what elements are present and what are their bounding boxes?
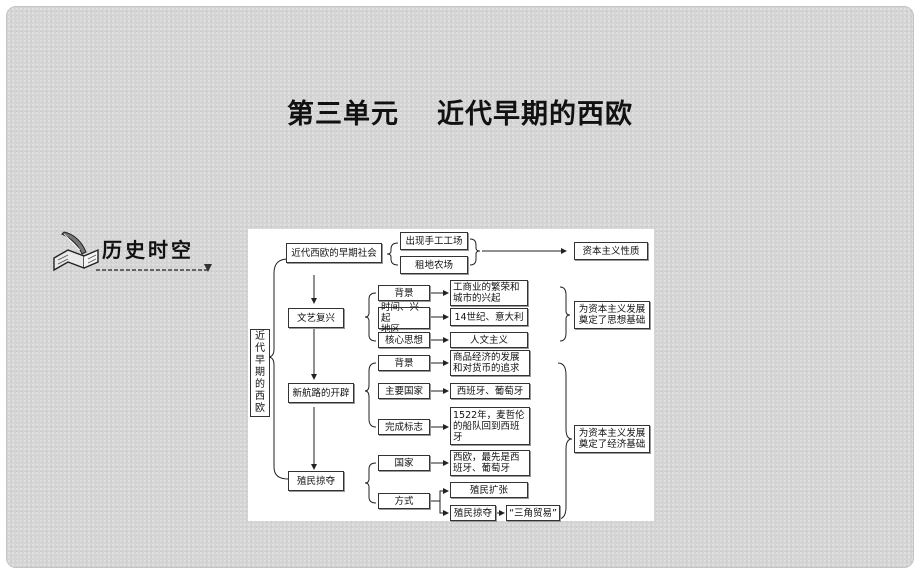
colonial-key-methods: 方式	[378, 493, 430, 509]
society-item-farm: 租地农场	[400, 256, 468, 274]
renaissance-node: 文艺复兴	[288, 308, 344, 328]
renaissance-value-background: 工商业的繁荣和 城市的兴起	[450, 280, 528, 306]
root-node: 近 代 早 期 的 西 欧	[250, 329, 270, 417]
voyages-key-countries: 主要国家	[378, 383, 430, 399]
colonial-key-countries: 国家	[378, 455, 430, 471]
unit-subtitle: 近代早期的西欧	[437, 99, 633, 130]
renaissance-value-time: 14世纪、意大利	[450, 308, 528, 326]
voyages-value-countries: 西班牙、葡萄牙	[450, 383, 530, 399]
colonial-method-triangle-trade: “三角贸易”	[506, 505, 560, 521]
renaissance-key-time: 时间、兴起 地区	[378, 302, 430, 335]
badge-label: 历史时空	[102, 238, 194, 262]
open-book-quill-icon	[53, 231, 212, 272]
voyages-value-completion: 1522年，麦哲伦 的船队回到西班 牙	[450, 407, 530, 445]
renaissance-key-core: 核心思想	[378, 332, 430, 348]
society-result: 资本主义性质	[574, 242, 648, 260]
history-timeline-badge: 历史时空	[52, 228, 214, 274]
colonial-method-expansion: 殖民扩张	[450, 482, 528, 498]
colonial-value-countries: 西欧，最先是西 班牙、葡萄牙	[450, 450, 530, 476]
renaissance-key-background: 背景	[378, 285, 430, 301]
renaissance-result: 为资本主义发展 奠定了思想基础	[574, 301, 650, 329]
colonial-method-plunder: 殖民掠夺	[450, 505, 496, 521]
voyages-key-background: 背景	[378, 355, 430, 371]
colonial-node: 殖民掠夺	[288, 471, 344, 491]
renaissance-value-core: 人文主义	[450, 332, 528, 348]
society-item-workshop: 出现手工工场	[400, 232, 468, 250]
diagram-connectors	[267, 238, 573, 520]
voyages-value-background: 商品经济的发展 和对货币的追求	[450, 350, 530, 376]
slide-title: 第三单元 近代早期的西欧	[0, 92, 920, 131]
society-node: 近代西欧的早期社会	[286, 243, 382, 263]
unit-title: 第三单元	[287, 99, 399, 130]
economic-result: 为资本主义发展 奠定了经济基础	[574, 425, 650, 453]
voyages-node: 新航路的开辟	[288, 383, 354, 403]
concept-diagram: 近 代 早 期 的 西 欧 近代西欧的早期社会 出现手工工场 租地农场 资本主义…	[248, 229, 654, 521]
voyages-key-completion: 完成标志	[378, 419, 430, 435]
